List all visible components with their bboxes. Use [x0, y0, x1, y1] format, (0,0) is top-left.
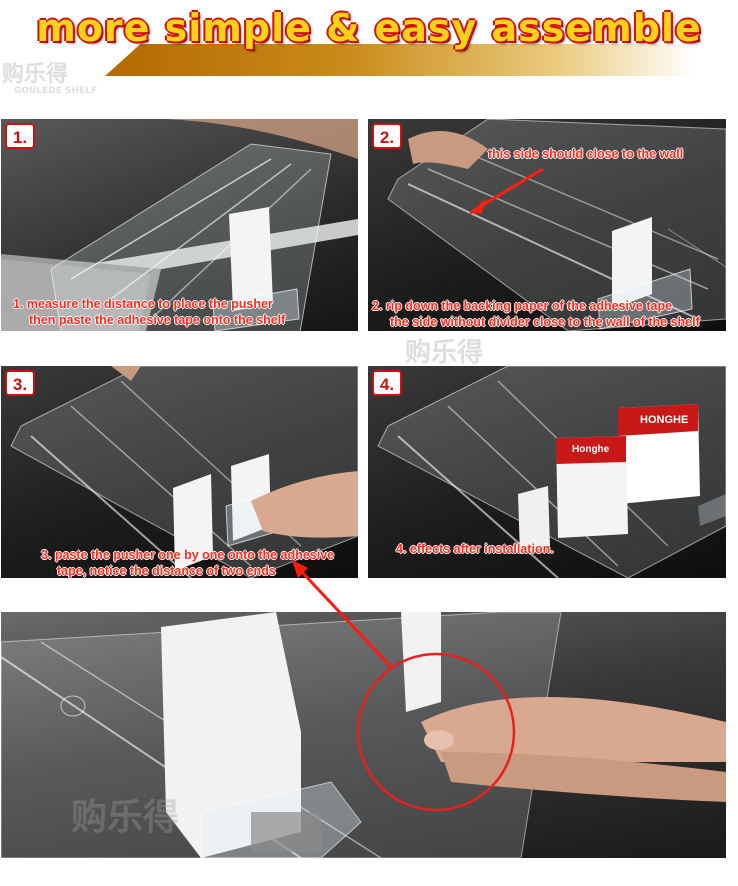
step-4-panel: HONGHE Honghe 4. 4. effects after instal… — [368, 366, 726, 578]
banner-gold-bar — [105, 44, 695, 76]
step-1-caption-line-1: 1. measure the distance to place the pus… — [13, 297, 273, 311]
step-2-caption-line-1: 2. rip down the backing paper of the adh… — [372, 299, 673, 313]
step-3-panel: 3. 3. paste the pusher one by one onto t… — [1, 366, 358, 578]
watermark-subtext: GOULEDE SHELF — [14, 86, 98, 96]
product-brand-2: Honghe — [572, 444, 610, 455]
closeup-illustration — [1, 612, 726, 858]
step-4-caption: 4. effects after installation. — [396, 542, 554, 556]
step-1-badge: 1. — [5, 123, 35, 149]
step-3-caption-line-1: 3. paste the pusher one by one onto the … — [41, 548, 335, 562]
step-2-badge: 2. — [372, 123, 402, 149]
closeup-watermark: 购乐得 — [71, 797, 180, 838]
header-banner: more simple & easy assemble — [0, 0, 738, 90]
step-1-caption-line-2: then paste the adhesive tape onto the sh… — [29, 313, 286, 327]
step-2-wall-note: this side should close to the wall — [488, 147, 684, 161]
watermark-text: 购乐得 — [2, 62, 69, 87]
step-3-illustration — [10, 366, 358, 578]
step-3-badge: 3. — [5, 370, 35, 396]
watermark-logo: 购乐得 — [2, 56, 68, 88]
step-1-panel: 1. 1. measure the distance to place the … — [1, 119, 358, 331]
product-brand-1: HONGHE — [640, 414, 689, 426]
closeup-panel: 购乐得 — [1, 612, 726, 858]
step-2-caption-line-2: the side without divider close to the wa… — [390, 315, 700, 329]
step-3-caption-line-2: tape, notice the distance of two ends — [57, 564, 276, 578]
step-1-illustration — [1, 119, 358, 331]
step-2-panel: 2. this side should close to the wall 2.… — [368, 119, 726, 331]
step-2-illustration — [387, 119, 726, 331]
watermark-logo-2: 购乐得 — [405, 338, 484, 368]
step-4-badge: 4. — [372, 370, 402, 396]
step-4-illustration — [377, 366, 726, 578]
banner-title: more simple & easy assemble — [36, 6, 702, 50]
